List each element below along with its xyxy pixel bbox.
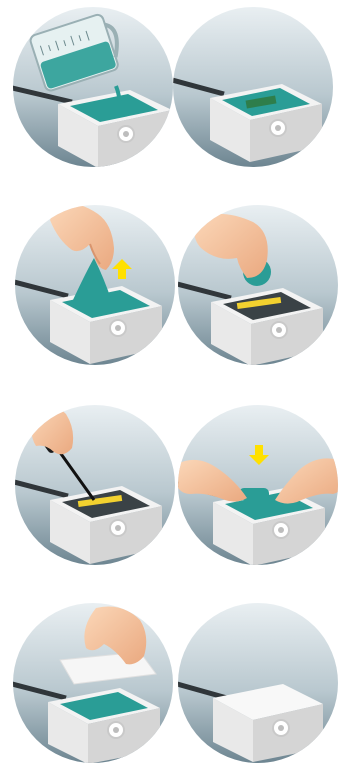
lift-cable-seal-icon xyxy=(14,204,176,366)
step-7-place-lid xyxy=(12,602,174,764)
step-3-lift-seal xyxy=(14,204,176,366)
arrow-down-icon xyxy=(248,444,270,466)
closed-enclosure-icon xyxy=(177,602,339,764)
potted-board-in-enclosure-icon xyxy=(172,6,334,168)
step-8-closed-enclosure xyxy=(177,602,339,764)
arrow-up-icon xyxy=(111,258,133,280)
step-2-compound-poured xyxy=(172,6,334,168)
hold-cable-seal-icon xyxy=(177,204,339,366)
place-lid-icon xyxy=(12,602,174,764)
step-6-press-seal xyxy=(177,404,339,566)
step-1-pour-compound xyxy=(12,6,174,168)
press-seal-down-icon xyxy=(177,404,339,566)
step-5-tighten-terminal xyxy=(14,404,176,566)
pour-potting-compound-icon xyxy=(12,6,174,168)
tighten-terminal-screwdriver-icon xyxy=(14,404,176,566)
step-4-hold-seal xyxy=(177,204,339,366)
